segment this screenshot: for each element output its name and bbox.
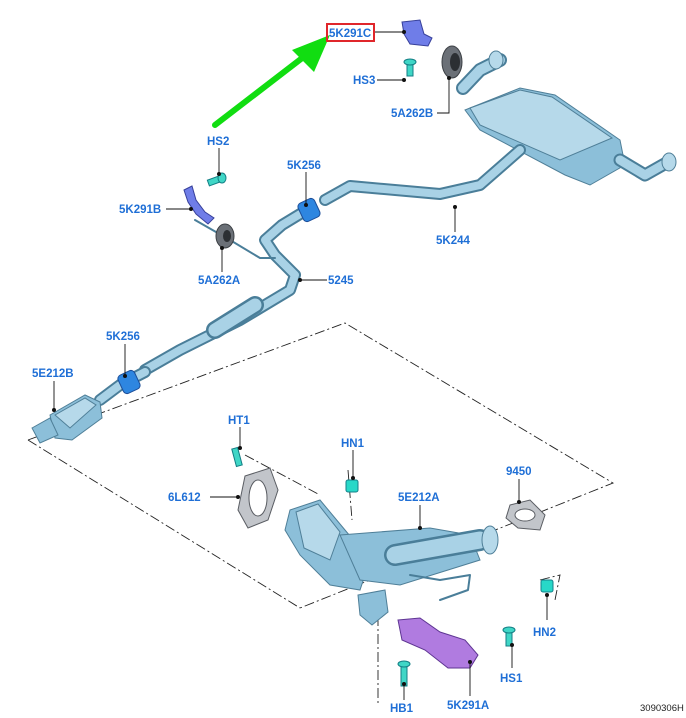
label-5K244: 5K244 (436, 235, 470, 247)
label-5E212B: 5E212B (32, 368, 74, 380)
rear-muffler (319, 50, 677, 206)
gasket-6L612 (237, 467, 279, 529)
coupling-upper (297, 197, 321, 223)
label-5K291C: 5K291C (329, 28, 371, 40)
gasket-9450 (505, 499, 546, 531)
label-6L612: 6L612 (168, 492, 201, 504)
bracket-5K291C (401, 19, 433, 47)
stud-HT1 (231, 446, 243, 468)
bolt-HS1 (502, 626, 516, 647)
label-HS3: HS3 (353, 75, 375, 87)
label-HS2: HS2 (207, 136, 229, 148)
hanger-5A262B (441, 45, 463, 79)
label-HT1: HT1 (228, 415, 250, 427)
heat-shield-5K291A (397, 617, 479, 669)
label-HN2: HN2 (533, 627, 556, 639)
label-HS1: HS1 (500, 673, 523, 685)
highlight-box (326, 23, 375, 42)
nut-HN2 (540, 579, 554, 593)
bolt-HS3 (403, 58, 417, 77)
label-5K256-lower: 5K256 (106, 331, 140, 343)
label-5K291A: 5K291A (447, 700, 489, 712)
label-HB1: HB1 (390, 703, 414, 713)
label-5A262A: 5A262A (198, 275, 240, 287)
label-5K291B: 5K291B (119, 204, 161, 216)
label-HN1: HN1 (341, 438, 365, 450)
nut-HN1 (345, 479, 359, 493)
bolt-HS2 (206, 172, 227, 187)
leader-lines (52, 30, 549, 700)
label-5245: 5245 (328, 275, 354, 287)
label-5E212A: 5E212A (398, 492, 440, 504)
hanger-5A262A (215, 223, 235, 249)
label-5A262B: 5A262B (391, 108, 433, 120)
label-9450: 9450 (506, 466, 532, 478)
intermediate-pipe (139, 202, 316, 376)
green-pointer-arrow (212, 35, 330, 128)
figure-reference-code: 3090306H (640, 703, 684, 713)
label-5K256-upper: 5K256 (287, 160, 321, 172)
bracket-5K291B (183, 185, 215, 225)
manifold-catalyst (284, 499, 499, 626)
